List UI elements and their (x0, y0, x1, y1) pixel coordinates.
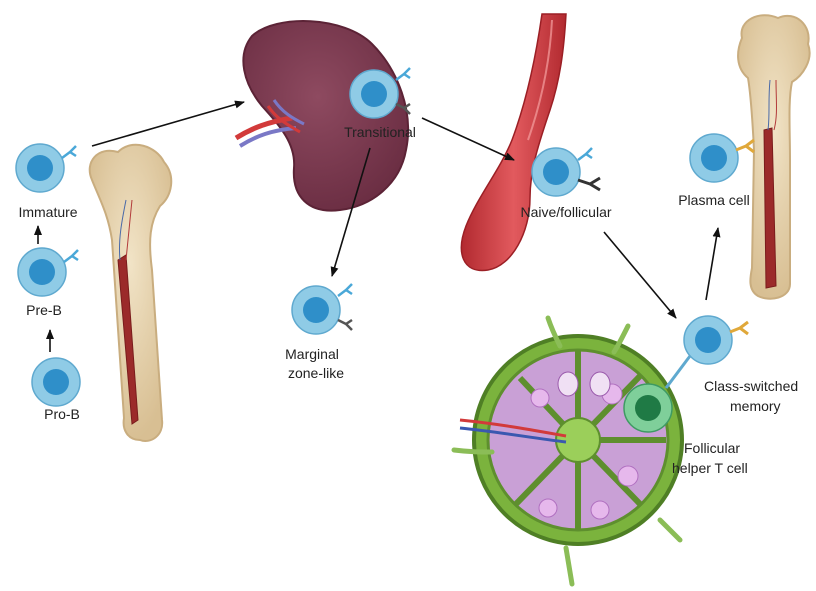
arrow-immature-to-transitional (92, 102, 244, 146)
b-cell-class-switched-memory (684, 316, 748, 364)
b-cell-immature (16, 144, 76, 192)
bone-marrow-left (90, 145, 172, 441)
blood-vessel (461, 14, 566, 270)
arrow-naive-to-memory (604, 232, 676, 318)
label-pro-b: Pro-B (44, 406, 80, 423)
bone-marrow-right (738, 15, 810, 298)
b-cell-pre-b (18, 248, 78, 296)
b-cell-naive-follicular (532, 148, 600, 196)
arrow-memory-to-plasma (706, 228, 718, 300)
label-plasma-cell: Plasma cell (678, 192, 750, 209)
label-pre-b: Pre-B (26, 302, 62, 319)
label-transitional: Transitional (344, 124, 416, 141)
label-marginal-zone-line2: zone-like (288, 365, 344, 382)
label-tfh-line1: Follicular (684, 440, 740, 457)
label-naive-follicular: Naive/follicular (520, 204, 611, 221)
b-cell-plasma (690, 134, 754, 182)
label-class-switched-line1: Class-switched (704, 378, 798, 395)
b-cell-marginal-zone (292, 284, 352, 334)
lymph-node (454, 318, 682, 584)
label-class-switched-line2: memory (730, 398, 781, 415)
label-immature: Immature (18, 204, 77, 221)
label-tfh-line2: helper T cell (672, 460, 748, 477)
blood-vessel-icon (461, 14, 566, 270)
arrow-transitional-to-naive (422, 118, 514, 160)
label-marginal-zone-line1: Marginal (285, 346, 339, 363)
b-cell-pro-b (32, 358, 80, 406)
